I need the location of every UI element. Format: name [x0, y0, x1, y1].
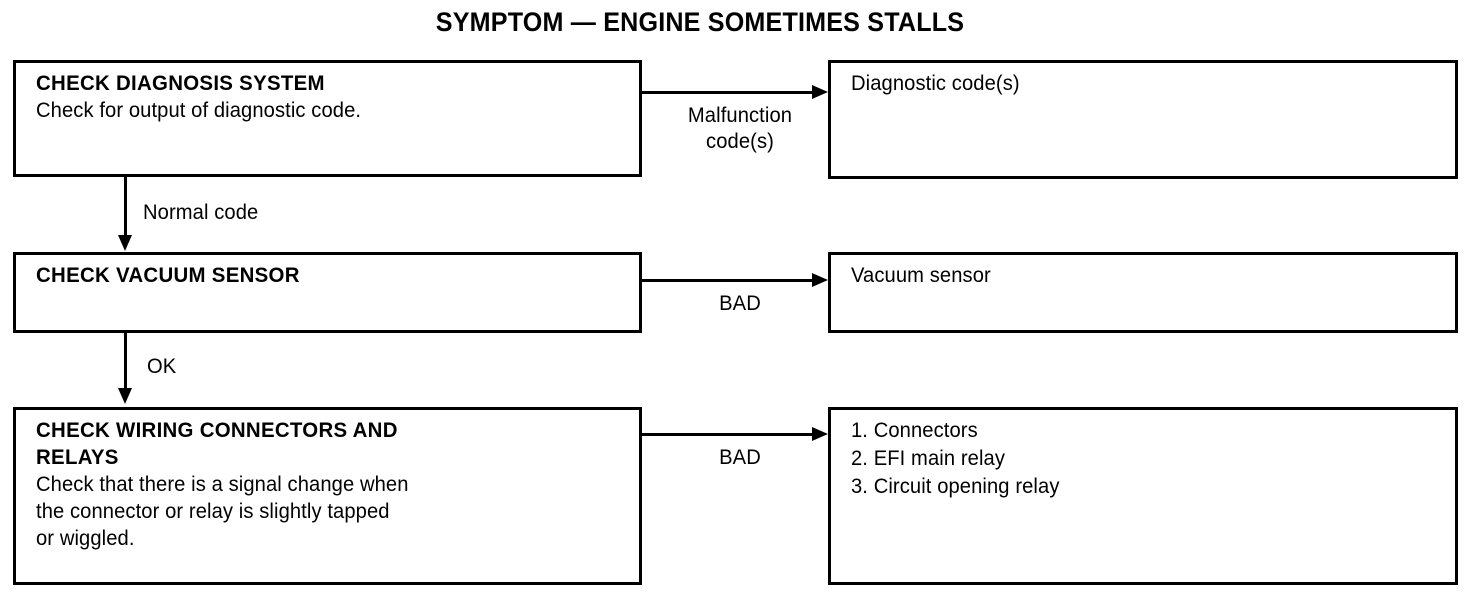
connector-line-malfunction: [642, 91, 820, 94]
result-box-diagnostic-codes[interactable]: Diagnostic code(s): [828, 60, 1458, 179]
step-box-check-vacuum-sensor[interactable]: CHECK VACUUM SENSOR: [13, 252, 642, 333]
edge-label-ok: OK: [147, 355, 177, 378]
step-box-check-diagnosis-system[interactable]: CHECK DIAGNOSIS SYSTEM Check for output …: [13, 60, 642, 177]
step-body: Check for output of diagnostic code.: [36, 99, 362, 122]
connector-line-bad-vacuum: [642, 279, 820, 282]
result-list: 1. Connectors 2. EFI main relay 3. Circu…: [851, 417, 1431, 501]
step-heading: CHECK WIRING CONNECTORS AND RELAYS: [36, 418, 398, 469]
step-content: CHECK VACUUM SENSOR: [16, 255, 639, 289]
result-content: Vacuum sensor: [831, 255, 1455, 289]
connector-line-ok: [124, 333, 127, 391]
edge-label-normal-code: Normal code: [143, 201, 259, 224]
connector-line-normal-code: [124, 177, 127, 239]
edge-label-bad-vacuum: BAD: [719, 292, 761, 315]
result-box-connectors-relays[interactable]: 1. Connectors 2. EFI main relay 3. Circu…: [828, 407, 1458, 585]
page-title: SYMPTOM — ENGINE SOMETIMES STALLS: [435, 7, 965, 37]
result-box-vacuum-sensor[interactable]: Vacuum sensor: [828, 252, 1458, 333]
arrow-head-ok-icon: [118, 388, 132, 404]
step-content: CHECK DIAGNOSIS SYSTEM Check for output …: [16, 63, 639, 124]
list-item: 2. EFI main relay: [851, 447, 1006, 470]
result-text: Diagnostic code(s): [851, 72, 1020, 95]
result-content: Diagnostic code(s): [831, 63, 1455, 97]
arrow-head-malfunction-icon: [812, 85, 828, 99]
result-text: Vacuum sensor: [851, 264, 991, 287]
arrow-head-bad-wiring-icon: [812, 427, 828, 441]
arrow-head-normal-code-icon: [118, 235, 132, 251]
edge-label-bad-wiring: BAD: [719, 446, 761, 469]
connector-line-bad-wiring: [642, 433, 820, 436]
result-content: 1. Connectors 2. EFI main relay 3. Circu…: [831, 410, 1455, 501]
step-box-check-wiring-connectors-and-relays[interactable]: CHECK WIRING CONNECTORS AND RELAYS Check…: [13, 407, 642, 585]
edge-label-malfunction-codes: Malfunction code(s): [687, 104, 793, 153]
step-content: CHECK WIRING CONNECTORS AND RELAYS Check…: [16, 410, 639, 552]
step-heading: CHECK DIAGNOSIS SYSTEM: [36, 71, 325, 95]
list-item: 1. Connectors: [851, 419, 978, 442]
step-body: Check that there is a signal change when…: [36, 473, 409, 550]
arrow-head-bad-vacuum-icon: [812, 273, 828, 287]
step-heading: CHECK VACUUM SENSOR: [36, 263, 300, 287]
list-item: 3. Circuit opening relay: [851, 475, 1060, 498]
